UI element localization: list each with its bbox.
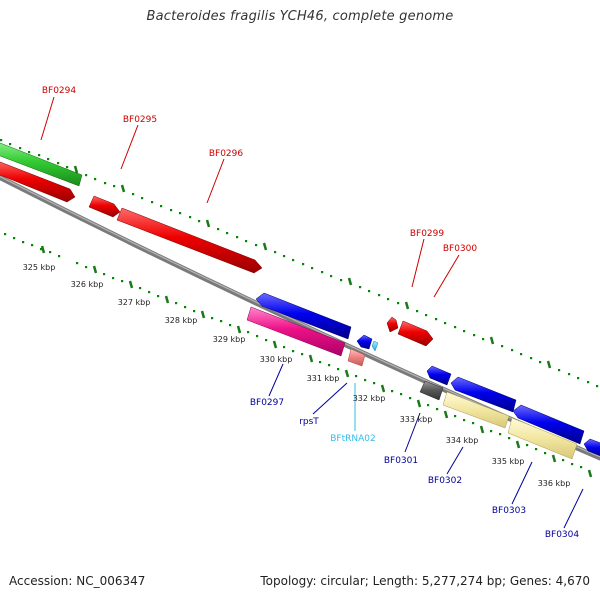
gene-rpst-rna[interactable] <box>347 348 366 367</box>
gene-bf0294-red[interactable] <box>0 160 76 203</box>
scale-label: 329 kbp <box>213 335 246 344</box>
gene-rpst[interactable] <box>356 334 373 350</box>
gene-bf0301-blue[interactable] <box>426 365 452 386</box>
gene-label-bf0296[interactable]: BF0296 <box>209 149 244 159</box>
gene-bf0302-yellow[interactable] <box>442 391 510 429</box>
gene-label-bftrna02[interactable]: BFtRNA02 <box>330 434 375 444</box>
gene-bf0303-yellow[interactable] <box>507 417 578 460</box>
gene-bf0297-blue[interactable] <box>255 292 352 340</box>
gene-label-rpst[interactable]: rpsT <box>299 417 319 427</box>
gene-bf0296[interactable] <box>116 207 263 274</box>
gene-bftrna02[interactable] <box>371 340 379 352</box>
gene-label-bf0295[interactable]: BF0295 <box>123 115 157 125</box>
gene-bf0304[interactable] <box>583 438 600 458</box>
gene-label-bf0301[interactable]: BF0301 <box>384 456 418 466</box>
map-title: Bacteroides fragilis YCH46, complete gen… <box>146 9 454 24</box>
topology-text: Topology: circular; Length: 5,277,274 bp… <box>260 574 590 588</box>
reverse-tick-track <box>4 233 583 469</box>
gene-bf0300[interactable] <box>397 320 434 347</box>
scale-label: 335 kbp <box>492 457 525 466</box>
scale-label: 332 kbp <box>353 394 386 403</box>
gene-bf0303-blue[interactable] <box>512 404 585 445</box>
gene-bf0295[interactable] <box>88 195 121 218</box>
scale-label: 330 kbp <box>260 355 293 364</box>
reverse-leader-lines <box>268 363 584 529</box>
gene-bf0297-pink[interactable] <box>246 306 346 357</box>
gene-bf0302-blue[interactable] <box>450 376 517 413</box>
forward-leader-lines <box>40 96 460 298</box>
gene-label-bf0294[interactable]: BF0294 <box>42 86 77 96</box>
scale-label: 325 kbp <box>23 263 56 272</box>
accession-text: Accession: NC_006347 <box>9 574 146 588</box>
forward-gene-labels: BF0294 BF0295 BF0296 BF0299 BF0300 <box>42 86 478 254</box>
scale-label: 328 kbp <box>165 316 198 325</box>
gene-bf0299[interactable] <box>386 316 399 333</box>
gene-label-bf0299[interactable]: BF0299 <box>410 229 445 239</box>
forward-tick-track <box>0 139 599 388</box>
gene-label-bf0303[interactable]: BF0303 <box>492 506 526 516</box>
scale-label: 336 kbp <box>538 479 571 488</box>
forward-major-ticks <box>73 165 552 369</box>
scale-label: 327 kbp <box>118 298 151 307</box>
scale-label: 326 kbp <box>71 280 104 289</box>
gene-label-bf0300[interactable]: BF0300 <box>443 244 478 254</box>
gene-label-bf0297[interactable]: BF0297 <box>250 398 284 408</box>
gene-label-bf0302[interactable]: BF0302 <box>428 476 462 486</box>
scale-label: 334 kbp <box>446 436 479 445</box>
scale-label: 331 kbp <box>307 374 340 383</box>
scale-label: 333 kbp <box>400 415 433 424</box>
gene-bf0301-gray[interactable] <box>419 380 444 401</box>
reverse-major-ticks <box>40 245 593 478</box>
reverse-gene-labels: BF0297 rpsT BFtRNA02 BF0301 BF0302 BF030… <box>250 398 580 540</box>
gene-bf0294-green[interactable] <box>0 141 83 187</box>
scale-labels: 325 kbp 326 kbp 327 kbp 328 kbp 329 kbp … <box>23 263 571 488</box>
gene-label-bf0304[interactable]: BF0304 <box>545 530 580 540</box>
